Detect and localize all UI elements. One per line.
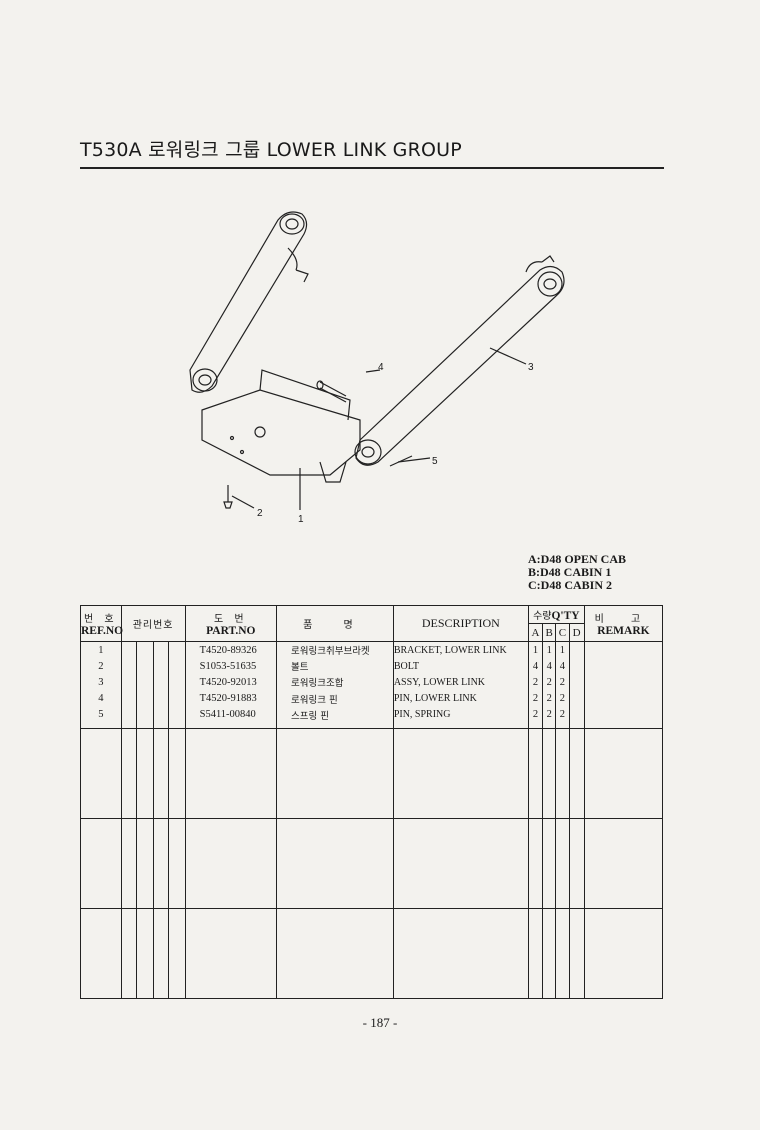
desc-cell: BRACKET, LOWER LINK [392,641,529,659]
ref-cell: 2 [80,658,122,675]
desc-cell: BOLT [392,658,529,675]
qty-a-header: A [527,623,544,642]
ref-cell: 4 [80,690,122,707]
name-cell: 볼트 [276,658,394,675]
page-title: T530A 로워링크 그룹 LOWER LINK GROUP [80,139,462,161]
desc-cell: PIN, LOWER LINK [392,690,529,707]
callout-3: 3 [528,362,534,373]
qty-b-cell: 4 [542,658,557,675]
qty-b-cell: 2 [542,690,557,707]
remark-cell [583,706,664,723]
part-cell: T4520-92013 [184,674,278,691]
remark-header-ko: 비 고 [594,614,653,625]
mgmt-header: 관리번호 [120,605,186,642]
empty-row [80,818,664,909]
table-row: 1 T4520-89326 로워링크취부브라켓 BRACKET, LOWER L… [80,641,664,659]
ref-cell: 1 [80,641,122,659]
qty-d-cell [568,674,585,691]
remark-header-en: REMARK [597,625,650,637]
left-lower-link-arm [189,211,308,393]
table-row: 2 S1053-51635 볼트 BOLT 4 4 4 [80,658,664,675]
name-cell: 스프링 핀 [276,706,394,723]
remark-header: 비 고 REMARK [583,605,664,642]
callout-4: 4 [378,362,384,373]
remark-cell [583,641,664,659]
part-cell: S5411-00840 [184,706,278,723]
parts-table: 번 호 REF.NO 관리번호 도 번 PART.NO 품 명 DESCRIPT… [80,605,664,999]
lower-link-bracket [201,389,361,476]
name-cell: 로워링크취부브라켓 [276,641,394,659]
callout-5: 5 [432,456,438,467]
qty-c-cell: 4 [555,658,570,675]
name-header: 품 명 [276,605,394,642]
legend-item-c: C:D48 CABIN 2 [528,578,612,592]
part-header-ko: 도 번 [214,614,248,625]
qty-b-cell: 1 [542,641,557,659]
remark-cell [583,658,664,675]
lower-link-pin [319,381,347,403]
desc-cell: PIN, SPRING [392,706,529,723]
qty-b-cell: 2 [542,674,557,691]
qty-c-cell: 2 [555,674,570,691]
ref-cell: 5 [80,706,122,723]
qty-b-header: B [542,623,557,642]
part-cell: S1053-51635 [184,658,278,675]
desc-cell: ASSY, LOWER LINK [392,674,529,691]
qty-header-ko: 수량 [533,611,552,622]
ref-cell: 3 [80,674,122,691]
qty-c-cell: 1 [555,641,570,659]
part-header: 도 번 PART.NO [184,605,278,642]
remark-cell [583,690,664,707]
ref-header-ko: 번 호 [84,614,118,625]
qty-d-header: D [568,623,585,642]
model-legend: A:D48 OPEN CAB B:D48 CABIN 1 C:D48 CABIN… [528,553,626,592]
part-header-en: PART.NO [206,625,256,637]
page-number: - 187 - [362,1015,398,1030]
qty-d-cell [568,690,585,707]
title-rule [80,167,664,169]
qty-c-header: C [555,623,570,642]
ref-header-en: REF.NO [81,625,124,637]
qty-b-cell: 2 [542,706,557,723]
right-lower-link-arm [355,265,565,466]
name-cell: 로워링크 핀 [276,690,394,707]
desc-header: DESCRIPTION [392,605,529,642]
qty-a-cell: 2 [527,690,544,707]
lower-link-diagram: 1 2 3 4 5 [189,211,565,525]
qty-c-cell: 2 [555,706,570,723]
qty-a-cell: 2 [527,706,544,723]
callout-2: 2 [257,508,263,519]
qty-d-cell [568,641,585,659]
qty-c-cell: 2 [555,690,570,707]
spring-pin [389,455,413,467]
part-cell: T4520-89326 [184,641,278,659]
empty-row [80,908,664,999]
qty-d-cell [568,658,585,675]
qty-a-cell: 2 [527,674,544,691]
legend-item-a: A:D48 OPEN CAB [528,552,626,566]
callout-1: 1 [298,514,304,525]
ref-header: 번 호 REF.NO [80,605,124,642]
qty-d-cell [568,706,585,723]
table-row: 4 T4520-91883 로워링크 핀 PIN, LOWER LINK 2 2… [80,690,664,707]
qty-a-cell: 4 [527,658,544,675]
empty-row [80,722,664,729]
qty-header: 수량Q'TY [527,605,585,624]
table-row: 3 T4520-92013 로워링크조합 ASSY, LOWER LINK 2 … [80,674,664,691]
legend-item-b: B:D48 CABIN 1 [528,565,612,579]
part-cell: T4520-91883 [184,690,278,707]
bolt [223,485,233,509]
remark-cell [583,674,664,691]
empty-row [80,728,664,819]
qty-a-cell: 1 [527,641,544,659]
table-row: 5 S5411-00840 스프링 핀 PIN, SPRING 2 2 2 [80,706,664,723]
name-cell: 로워링크조합 [276,674,394,691]
qty-header-en: Q'TY [551,610,580,622]
